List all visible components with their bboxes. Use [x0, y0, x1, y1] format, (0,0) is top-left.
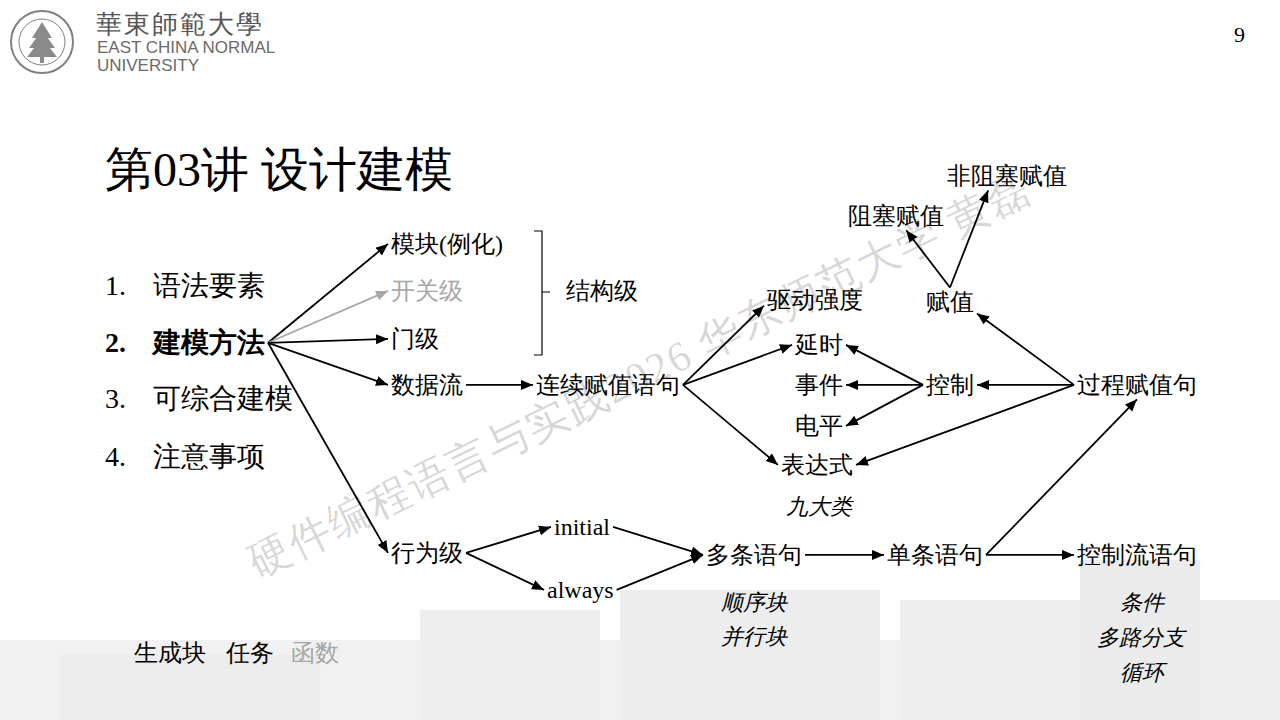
structural-bracket: [534, 231, 550, 355]
building-tower: [1080, 560, 1200, 720]
arrow-connector: [466, 384, 533, 386]
slide-title: 第03讲 设计建模: [105, 141, 453, 199]
concept-node: 模块(例化): [388, 230, 506, 259]
concept-node: 门级: [388, 325, 442, 354]
arrow-connector: [977, 313, 1074, 384]
arrow-connector: [683, 345, 792, 385]
arrow-connector: [613, 527, 703, 555]
footer-item: 函数: [291, 639, 339, 668]
emblem-tree: [27, 38, 57, 57]
note-text: 顺序块: [721, 590, 787, 616]
node-text: 开关级: [391, 277, 463, 306]
node-text: 表达式: [781, 451, 853, 480]
node-text: 控制: [926, 371, 974, 400]
footer-item: 任务: [226, 639, 274, 668]
watermark: 硬件编程语言与实践2026 华东师范大学 黄磊: [240, 164, 1040, 588]
list-item: 可综合建模: [153, 382, 293, 416]
arrow-connector: [986, 554, 1074, 556]
arrow-connector: [268, 291, 388, 343]
concept-node: 单条语句: [884, 541, 986, 570]
arrow-connector: [906, 230, 950, 287]
note-text: 多路分支: [1097, 625, 1185, 651]
concept-node: 数据流: [388, 371, 466, 400]
arrow-connector: [268, 339, 388, 343]
university-name: EAST CHINA NORMAL: [97, 38, 275, 58]
node-text: 事件: [795, 371, 843, 400]
arrow-connector: [977, 384, 1074, 386]
concept-node: 控制流语句: [1074, 541, 1200, 570]
node-text: 建模方法: [153, 326, 265, 360]
emblem-ring: [11, 11, 73, 73]
building-block: [420, 610, 600, 720]
node-text: 门级: [391, 325, 439, 354]
arrow-connector: [950, 190, 988, 287]
concept-node: 多条语句: [703, 541, 805, 570]
arrow-connector: [683, 306, 764, 385]
arrow-connector: [846, 385, 923, 426]
concept-node: 建模方法: [150, 326, 268, 360]
arrow-connector: [805, 554, 884, 556]
footer-item: 生成块: [134, 639, 206, 668]
arrow-connector: [268, 343, 388, 385]
building-block: [620, 590, 880, 720]
node-text: initial: [554, 513, 610, 542]
note-text: 条件: [1120, 590, 1164, 616]
list-number: 4.: [105, 440, 126, 474]
node-text: 数据流: [391, 371, 463, 400]
arrow-connector: [617, 555, 703, 590]
university-name: 華東師範大學: [96, 9, 264, 40]
list-number: 1.: [105, 269, 126, 303]
concept-node: always: [544, 576, 617, 605]
university-emblem: [11, 11, 73, 73]
concept-node: 表达式: [778, 451, 856, 480]
arrow-connector: [856, 385, 1074, 465]
list-item: 语法要素: [153, 269, 265, 303]
node-text: 赋值: [926, 288, 974, 317]
node-text: 延时: [795, 331, 843, 360]
emblem-trunk: [40, 57, 44, 63]
concept-node: 电平: [792, 412, 846, 441]
arrow-connector: [466, 553, 544, 590]
list-item: 注意事项: [153, 440, 265, 474]
emblem-ring: [19, 19, 65, 65]
node-text: 模块(例化): [391, 230, 503, 259]
arrow-connector: [846, 345, 923, 385]
arrow-connector: [986, 399, 1137, 555]
node-text: 单条语句: [887, 541, 983, 570]
arrow-connector: [268, 244, 388, 343]
note-text: 循环: [1120, 660, 1164, 686]
node-text: 电平: [795, 412, 843, 441]
node-text: 多条语句: [706, 541, 802, 570]
concept-node: initial: [551, 513, 613, 542]
university-name: UNIVERSITY: [97, 56, 199, 76]
node-text: always: [547, 576, 614, 605]
concept-node: 过程赋值句: [1074, 371, 1200, 400]
arrow-connector: [683, 385, 778, 465]
concept-node: 控制: [923, 371, 977, 400]
arrow-connector: [268, 343, 388, 553]
arrow-connector: [846, 384, 923, 386]
group-label: 结构级: [566, 277, 638, 306]
concept-node: 行为级: [388, 539, 466, 568]
page-number: 9: [1234, 22, 1245, 48]
list-number: 3.: [105, 382, 126, 416]
node-text: 控制流语句: [1077, 541, 1197, 570]
node-text: 过程赋值句: [1077, 371, 1197, 400]
background-building: [0, 560, 1280, 720]
arrow-connector: [466, 527, 551, 553]
node-text: 行为级: [391, 539, 463, 568]
note-text: 并行块: [721, 624, 787, 650]
concept-node: 事件: [792, 371, 846, 400]
concept-node: 延时: [792, 331, 846, 360]
list-number: 2.: [105, 326, 126, 360]
concept-node: 开关级: [388, 277, 466, 306]
note-text: 九大类: [786, 494, 852, 520]
concept-node: 赋值: [923, 288, 977, 317]
